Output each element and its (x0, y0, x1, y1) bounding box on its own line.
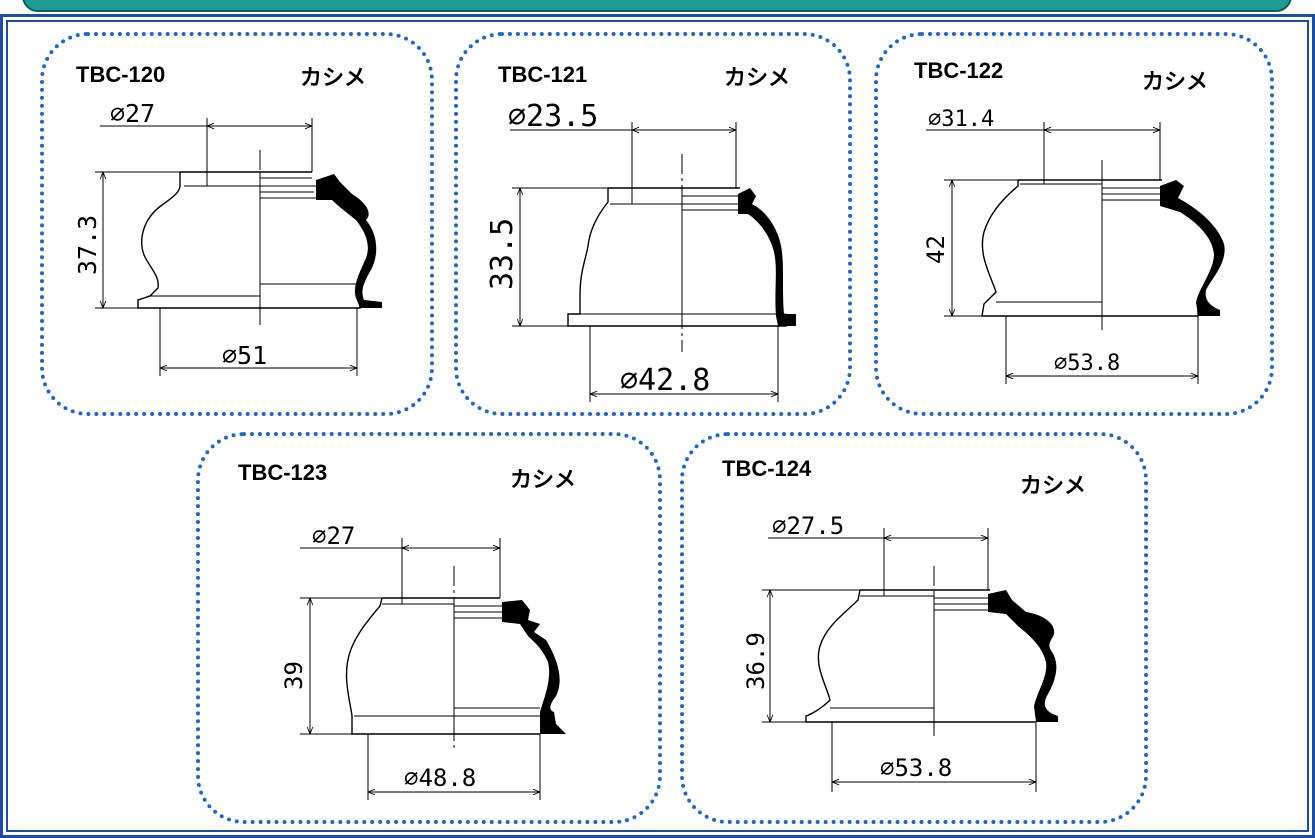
boot-section-inner (259, 172, 358, 308)
top-diameter-label: ∅27.5 (772, 512, 844, 540)
boot-section-profile (316, 174, 382, 308)
top-diameter-label: ∅31.4 (928, 107, 994, 132)
crimp-label: カシメ (724, 66, 791, 91)
height-label: 33.5 (485, 218, 520, 290)
panel-tbc-124 (680, 432, 1148, 824)
boot-drawing-tbc-121: ∅23.5 33.5 ∅42.8 (485, 99, 796, 402)
height-label: 39 (280, 661, 308, 690)
top-diameter-label: ∅27 (110, 99, 155, 128)
part-code: TBC-121 (498, 62, 588, 87)
bottom-diameter-label: ∅53.8 (880, 754, 952, 782)
boot-section-inner (1101, 180, 1162, 316)
inner-frame (6, 20, 1309, 832)
panel-tbc-123 (196, 432, 662, 824)
crimp-label: カシメ (300, 66, 367, 91)
boot-outline (137, 171, 361, 309)
boot-section-profile (738, 188, 796, 326)
part-code: TBC-120 (76, 62, 166, 87)
part-code: TBC-122 (914, 58, 1004, 83)
part-code: TBC-124 (722, 456, 812, 481)
bottom-diameter-label: ∅42.8 (620, 363, 710, 398)
boot-drawing-tbc-123: ∅27 39 ∅48.8 (280, 522, 566, 800)
bottom-diameter-label: ∅51 (222, 341, 267, 370)
crimp-label: カシメ (1142, 70, 1209, 95)
boot-section-inner (681, 188, 740, 326)
boot-drawing-tbc-120: ∅27 37.3 ∅51 (73, 99, 382, 376)
boot-outline (981, 179, 1199, 317)
bottom-diameter-label: ∅48.8 (404, 764, 476, 792)
bottom-diameter-label: ∅53.8 (1054, 351, 1120, 376)
height-label: 42 (922, 235, 950, 264)
crimp-label: カシメ (1020, 474, 1087, 499)
boot-section-profile (988, 590, 1058, 722)
outer-frame (0, 14, 1315, 838)
boot-section-profile (1160, 180, 1225, 316)
height-label: 37.3 (73, 215, 102, 275)
boot-outline (805, 589, 1036, 723)
panel-tbc-120 (40, 32, 434, 416)
boot-section-profile (502, 600, 566, 734)
crimp-label: カシメ (510, 468, 577, 493)
panel-tbc-121 (454, 32, 852, 416)
panel-tbc-122 (874, 32, 1274, 416)
top-diameter-label: ∅23.5 (508, 99, 598, 134)
top-diameter-label: ∅27 (312, 522, 355, 550)
boot-section-inner (933, 590, 990, 722)
boot-outline (567, 187, 787, 327)
boot-drawing-tbc-122: ∅31.4 42 ∅53.8 (922, 107, 1225, 384)
part-code: TBC-123 (238, 460, 328, 485)
height-label: 36.9 (742, 632, 770, 690)
boot-drawing-tbc-124: ∅27.5 36.9 ∅53.8 (742, 512, 1058, 792)
